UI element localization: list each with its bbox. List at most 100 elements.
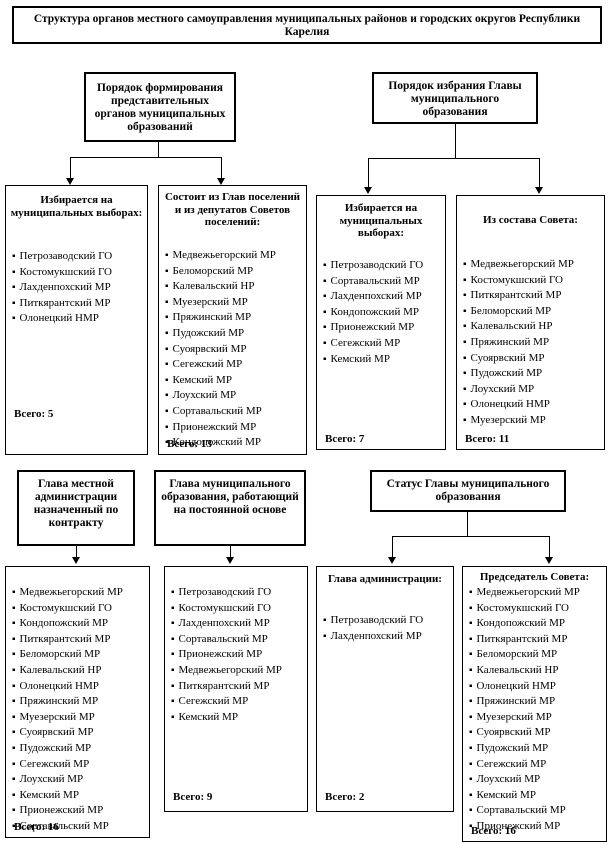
list-item: Медвежьегорский МР (12, 585, 123, 601)
list-item: Беломорский МР (463, 304, 574, 320)
list-item: Лоухский МР (469, 772, 580, 788)
list-item: Беломорский МР (469, 647, 580, 663)
formation-heads-box: Состоит из Глав поселений и из депутатов… (158, 185, 307, 455)
total-count: Всего: 11 (465, 433, 510, 445)
list-item: Пудожский МР (469, 741, 580, 757)
list-item: Кемский МР (171, 710, 282, 726)
list-item: Петрозаводский ГО (323, 258, 424, 274)
status-admin-box: Глава администрации: Петрозаводский ГО Л… (316, 566, 454, 812)
list-item: Сортавальский МР (12, 819, 123, 835)
permanent-head-header: Глава муниципального образования, работа… (154, 470, 306, 546)
list-item: Лоухский МР (12, 772, 123, 788)
list-item: Кемский МР (165, 373, 276, 389)
permanent-head-box: Петрозаводский ГО Костомукшский ГО Лахде… (164, 566, 308, 812)
list-item: Лахденпохский МР (171, 616, 282, 632)
connector (392, 536, 393, 558)
admin-head-box: Медвежьегорский МР Костомукшский ГО Конд… (5, 566, 150, 838)
total-count: Всего: 5 (14, 408, 54, 420)
connector (539, 158, 540, 188)
list-item: Кемский МР (469, 788, 580, 804)
list-item: Петрозаводский ГО (323, 613, 424, 629)
list-item: Пудожский МР (463, 366, 574, 382)
list-item: Медвежьегорский МР (171, 663, 282, 679)
list-item: Питкярантский МР (12, 632, 123, 648)
total-count: Всего: 2 (325, 791, 365, 803)
list-item: Костомукшский ГО (12, 265, 112, 281)
connector (549, 536, 550, 558)
list-item: Лоухский МР (165, 388, 276, 404)
municipality-list: Петрозаводский ГО Костомукшский ГО Лахде… (171, 585, 282, 725)
list-item: Суоярвский МР (469, 725, 580, 741)
municipality-list: Петрозаводский ГО Сортавальский МР Лахде… (323, 258, 424, 368)
list-item: Лахденпохский МР (323, 289, 423, 305)
election-header: Порядок избрания Главы муниципального об… (372, 72, 538, 124)
list-item: Медвежьегорский МР (469, 585, 580, 601)
list-item: Пряжинский МР (12, 694, 123, 710)
election-elected-box: Избирается на муниципальных выборах: Пет… (316, 195, 446, 450)
formation-header: Порядок формирования представительных ор… (84, 72, 236, 142)
list-item: Пудожский МР (12, 741, 123, 757)
box-title: Избирается на муниципальных выборах: (339, 202, 423, 239)
municipality-list: Медвежьегорский МР Беломорский МР Калева… (165, 248, 276, 451)
total-count: Всего: 16 (14, 821, 59, 833)
list-item: Кемский МР (12, 788, 123, 804)
list-item: Олонецкий НМР (469, 679, 580, 695)
list-item: Сегежский МР (323, 336, 423, 352)
municipality-list: Петрозаводский ГО Костомукшский ГО Лахде… (12, 249, 113, 327)
arrow-down-icon (217, 178, 225, 185)
election-council-box: Из состава Совета: Медвежьегорский МР Ко… (456, 195, 605, 450)
list-item: Питкярантский МР (12, 296, 112, 312)
list-item: Прионежский МР (165, 420, 276, 436)
list-item: Кемский МР (323, 352, 423, 368)
list-item: Сортавальский МР (165, 404, 276, 420)
list-item: Калевальский НР (12, 663, 123, 679)
list-item: Муезерский МР (463, 413, 574, 429)
arrow-down-icon (226, 557, 234, 564)
list-item: Прионежский МР (323, 320, 423, 336)
list-item: Муезерский МР (469, 710, 580, 726)
list-item: Олонецкий НМР (463, 397, 574, 413)
arrow-down-icon (545, 557, 553, 564)
list-item: Муезерский МР (12, 710, 123, 726)
list-item: Костомукшский ГО (469, 601, 580, 617)
connector (158, 142, 159, 157)
list-item: Петрозаводский ГО (12, 249, 113, 265)
formation-elected-box: Избирается на муниципальных выборах: Пет… (5, 185, 148, 455)
list-item: Питкярантский МР (463, 288, 574, 304)
total-count: Всего: 9 (173, 791, 213, 803)
connector (76, 546, 77, 558)
list-item: Беломорский МР (165, 264, 276, 280)
arrow-down-icon (72, 557, 80, 564)
connector (392, 536, 550, 537)
total-count: Всего: 7 (325, 433, 365, 445)
list-item: Прионежский МР (171, 647, 282, 663)
arrow-down-icon (364, 187, 372, 194)
list-item: Сортавальский МР (171, 632, 282, 648)
municipality-list: Медвежьегорский МР Костомукшский ГО Конд… (469, 585, 580, 835)
list-item: Калевальский НР (469, 663, 580, 679)
box-title: Глава администрации: (328, 573, 442, 585)
list-item: Костомукшский ГО (12, 601, 123, 617)
list-item: Сегежский МР (165, 357, 276, 373)
list-item: Калевальский НР (165, 279, 276, 295)
list-item: Пряжинский МР (165, 310, 276, 326)
list-item: Беломорский МР (12, 647, 123, 663)
municipality-list: Медвежьегорский МР Костомукшский ГО Питк… (463, 257, 574, 429)
box-title: Избирается на муниципальных выборах: (10, 194, 143, 219)
list-item: Суоярвский МР (165, 342, 276, 358)
list-item: Муезерский МР (165, 295, 276, 311)
list-item: Кондопожский МР (12, 616, 123, 632)
list-item: Костомукшский ГО (463, 273, 574, 289)
admin-head-header: Глава местной администрации назначенный … (17, 470, 135, 546)
connector (70, 157, 222, 158)
list-item: Кондопожский МР (165, 435, 276, 451)
connector (467, 512, 468, 536)
list-item: Пряжинский МР (463, 335, 574, 351)
connector (368, 158, 369, 188)
status-header: Статус Главы муниципального образования (370, 470, 566, 512)
connector (70, 157, 71, 179)
list-item: Костомукшский ГО (171, 601, 282, 617)
list-item: Медвежьегорский МР (165, 248, 276, 264)
connector (230, 546, 231, 558)
total-count: Всего: 13 (167, 438, 212, 450)
